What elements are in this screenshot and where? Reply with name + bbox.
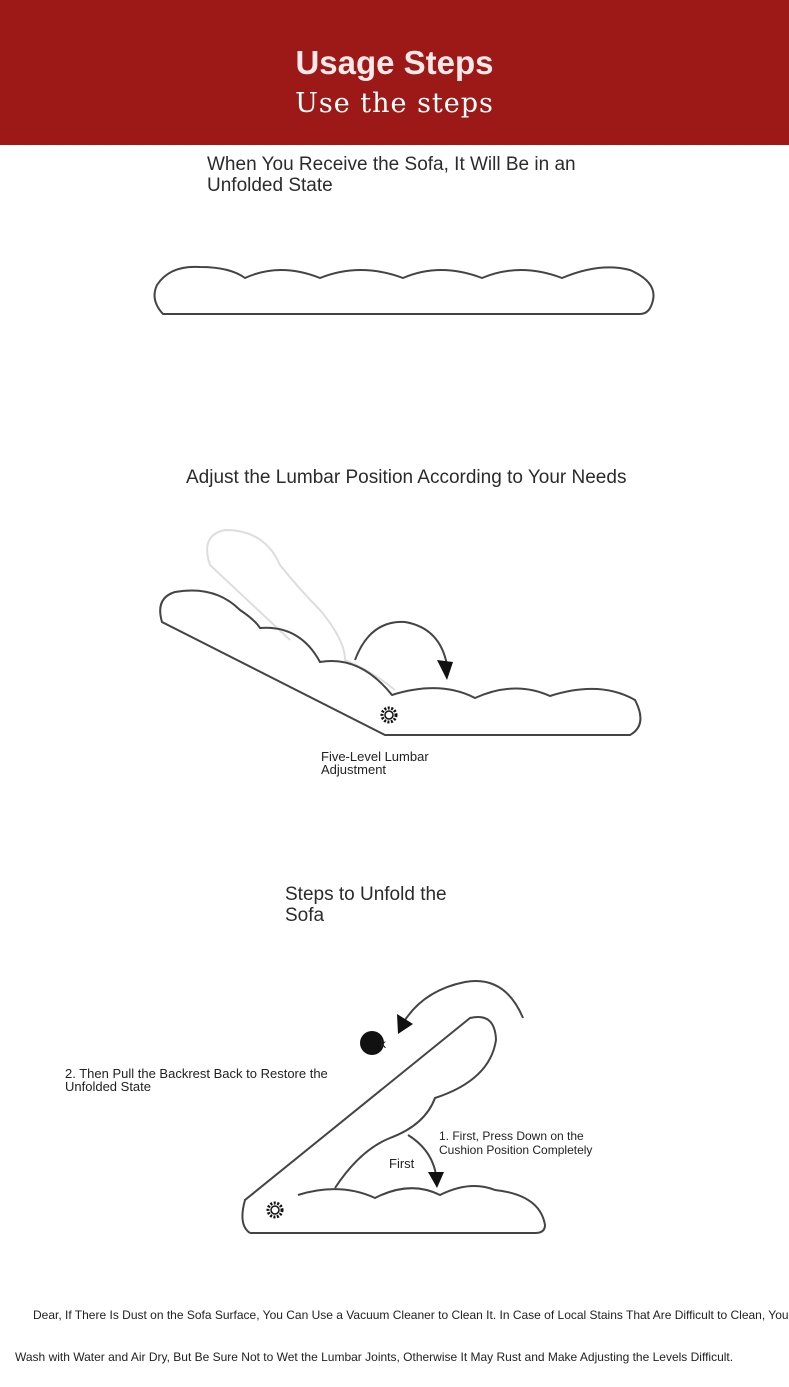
sofa-lumbar-diagram: [159, 589, 642, 736]
ghost-backrest: [206, 528, 396, 691]
step1-heading: When You Receive the Sofa, It Will Be in…: [207, 154, 576, 196]
back-tag: k: [380, 1037, 386, 1051]
press-down-arrow: [407, 1134, 437, 1176]
pull-back-arrow: [404, 980, 524, 1021]
sofa-unfolded-diagram: [153, 265, 655, 315]
lumbar-label: Five-Level Lumbar Adjustment: [321, 749, 429, 777]
press-down-label: 1. First, Press Down on the Cushion Posi…: [439, 1129, 593, 1157]
page-title: Usage Steps: [295, 44, 494, 81]
gear-icon: [380, 706, 398, 724]
care-note-line1: Dear, If There Is Dust on the Sofa Surfa…: [33, 1308, 789, 1322]
step3-heading: Steps to Unfold the Sofa: [285, 884, 447, 926]
back-dot-icon: [360, 1031, 384, 1055]
header-banner: Usage Steps Use the steps: [0, 0, 789, 145]
page-subtitle: Use the steps: [295, 88, 494, 119]
pull-back-label: 2. Then Pull the Backrest Back to Restor…: [65, 1066, 328, 1094]
gear-icon: [266, 1201, 284, 1219]
lumbar-arrow: [354, 620, 448, 666]
sofa-unfold-diagram: [241, 1016, 498, 1234]
step2-heading: Adjust the Lumbar Position According to …: [186, 467, 627, 488]
care-note-line2: Wash with Water and Air Dry, But Be Sure…: [15, 1350, 734, 1364]
first-tag: First: [389, 1156, 415, 1171]
